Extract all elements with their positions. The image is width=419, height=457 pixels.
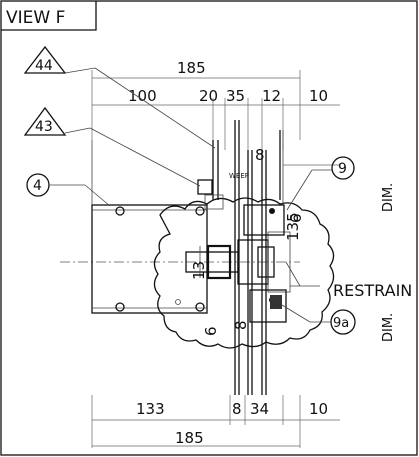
triangle-callout-icon [23,45,67,74]
top-dimensions: 185 100 20 35 12 10 [91,59,340,150]
dim-right-135: 135 [284,212,302,241]
dim-right-6: 6 [287,213,305,223]
svg-text:9a: 9a [333,316,349,331]
dim-bottom-10: 10 [309,400,328,418]
bolt-head-icon [115,302,125,312]
dim-label-upper: DIM. [381,183,396,212]
svg-text:44: 44 [35,58,53,74]
callout-44: 44 [23,45,216,149]
dim-left-6: 6 [202,326,220,336]
restrain-note: RESTRAIN [285,261,412,300]
view-title: VIEW F [6,8,65,28]
callout-9a: 9a [281,304,356,335]
callout-9: 9 [286,156,355,211]
dim-top-12: 12 [262,87,281,105]
svg-text:9: 9 [338,161,347,177]
right-dimensions: 6 135 DIM. DIM. [283,164,396,342]
dim-bottom-34: 34 [250,400,269,418]
callout-43: 43 [23,106,201,187]
revision-cloud [153,197,335,349]
restrain-label: RESTRAIN [333,281,412,300]
dim-label-lower: DIM. [381,313,396,342]
svg-text:4: 4 [33,178,42,194]
view-title-box: VIEW F [1,1,97,31]
weep-label: WEEP [229,172,249,180]
dim-top-10: 10 [309,87,328,105]
dim-bottom-8: 8 [232,400,242,418]
dim-bottom-overall: 185 [175,429,204,447]
dim-top-20: 20 [199,87,218,105]
bolt-head-icon [115,206,125,216]
bottom-dimensions: 133 8 34 10 185 [91,395,340,448]
dim-left-13: 13 [190,261,208,280]
dim-top-100: 100 [128,87,157,105]
svg-text:43: 43 [35,119,53,135]
mullion-section [197,120,287,395]
dim-upper-8: 8 [255,146,265,164]
dim-top-35: 35 [226,87,245,105]
circle-callout-icon [331,156,355,180]
dim-top-overall: 185 [177,59,206,77]
callout-4: 4 [26,173,111,207]
triangle-callout-icon [23,106,67,136]
bolt-head-icon [195,206,205,216]
steel-beam [91,140,208,314]
bolt-head-icon [195,302,205,312]
dim-bottom-133: 133 [136,400,165,418]
dim-lower-8: 8 [232,320,250,330]
